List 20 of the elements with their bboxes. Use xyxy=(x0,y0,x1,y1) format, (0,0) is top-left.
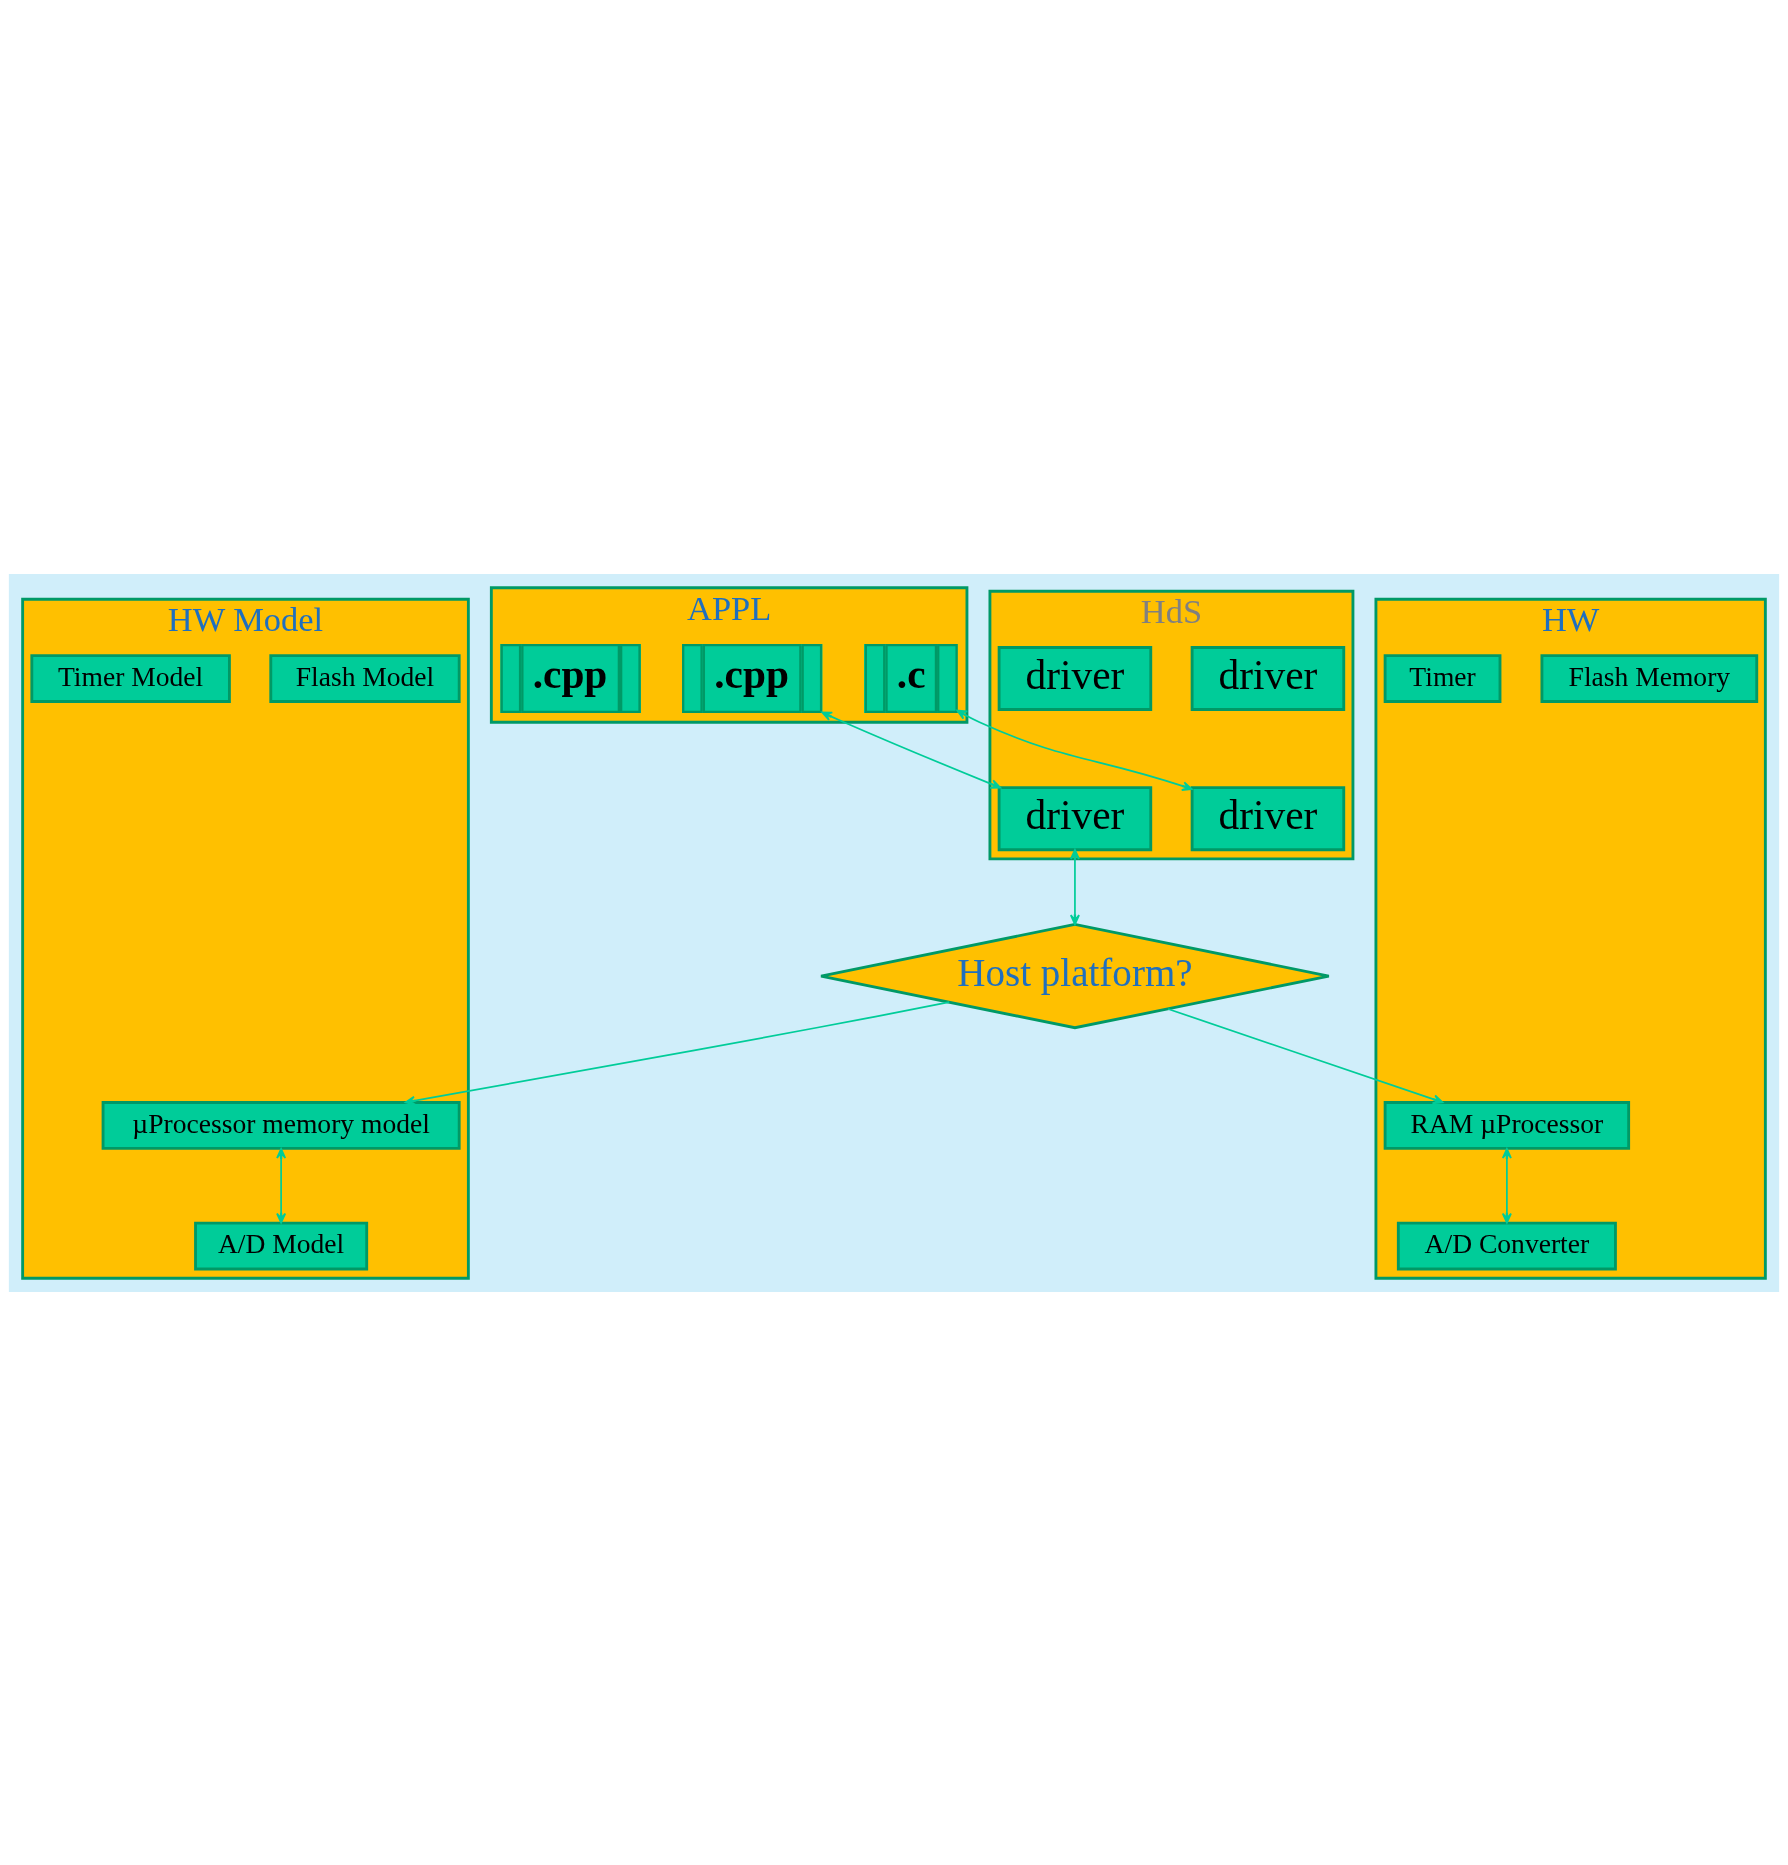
node-box: Flash Model xyxy=(269,653,461,703)
node-box: Timer xyxy=(1383,653,1502,703)
node-box: driver xyxy=(1190,645,1346,711)
node-box: µProcessor memory model xyxy=(101,1100,461,1150)
arrow xyxy=(1069,848,1080,925)
arrow xyxy=(276,1147,287,1224)
arrow xyxy=(956,709,1193,791)
node-box: driver xyxy=(1190,785,1346,851)
node-box: A/D Converter xyxy=(1396,1221,1617,1270)
node-diamond: Host platform? xyxy=(819,922,1331,1029)
node-box: A/D Model xyxy=(194,1221,369,1270)
arrow xyxy=(1167,1007,1444,1104)
arrow xyxy=(821,711,1002,789)
arrow xyxy=(1501,1147,1512,1224)
node-box: Flash Memory xyxy=(1540,653,1759,703)
node-box: RAM µProcessor xyxy=(1383,1100,1631,1150)
node-box: driver xyxy=(997,645,1153,711)
node-box: driver xyxy=(997,785,1153,851)
arrow xyxy=(404,1000,950,1106)
node-box: Timer Model xyxy=(30,653,231,703)
